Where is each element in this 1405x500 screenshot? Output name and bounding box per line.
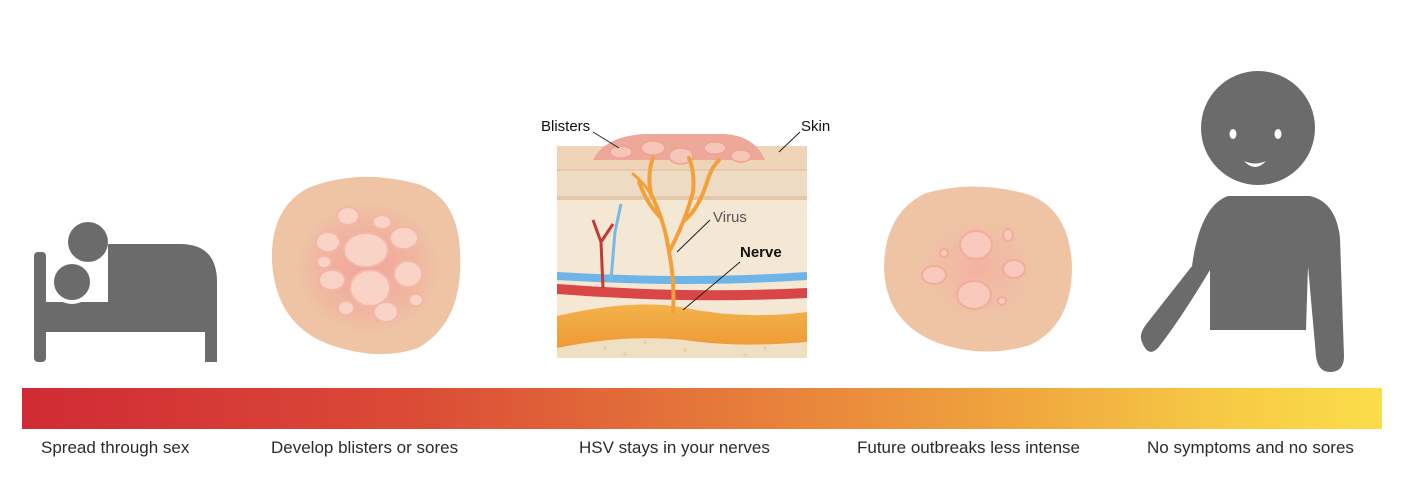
virus-label: Virus	[713, 209, 747, 226]
skin-cross-section-icon: Blisters Skin Virus Nerve	[541, 118, 830, 358]
skin-sores-icon	[271, 176, 461, 355]
progression-gradient-bar	[22, 388, 1382, 429]
blisters-label: Blisters	[541, 118, 590, 135]
nerve-label: Nerve	[740, 244, 782, 261]
happy-person-icon	[1140, 71, 1344, 372]
step-label-no-symptoms: No symptoms and no sores	[1147, 438, 1354, 457]
step-label-spread: Spread through sex	[41, 438, 190, 457]
step-label-outbreaks: Future outbreaks less intense	[857, 438, 1081, 457]
bed-couple-icon	[34, 222, 217, 362]
mild-sores-icon	[884, 186, 1072, 352]
skin-label: Skin	[801, 118, 830, 135]
step-label-blisters: Develop blisters or sores	[271, 438, 459, 457]
step-label-nerves: HSV stays in your nerves	[579, 438, 770, 457]
